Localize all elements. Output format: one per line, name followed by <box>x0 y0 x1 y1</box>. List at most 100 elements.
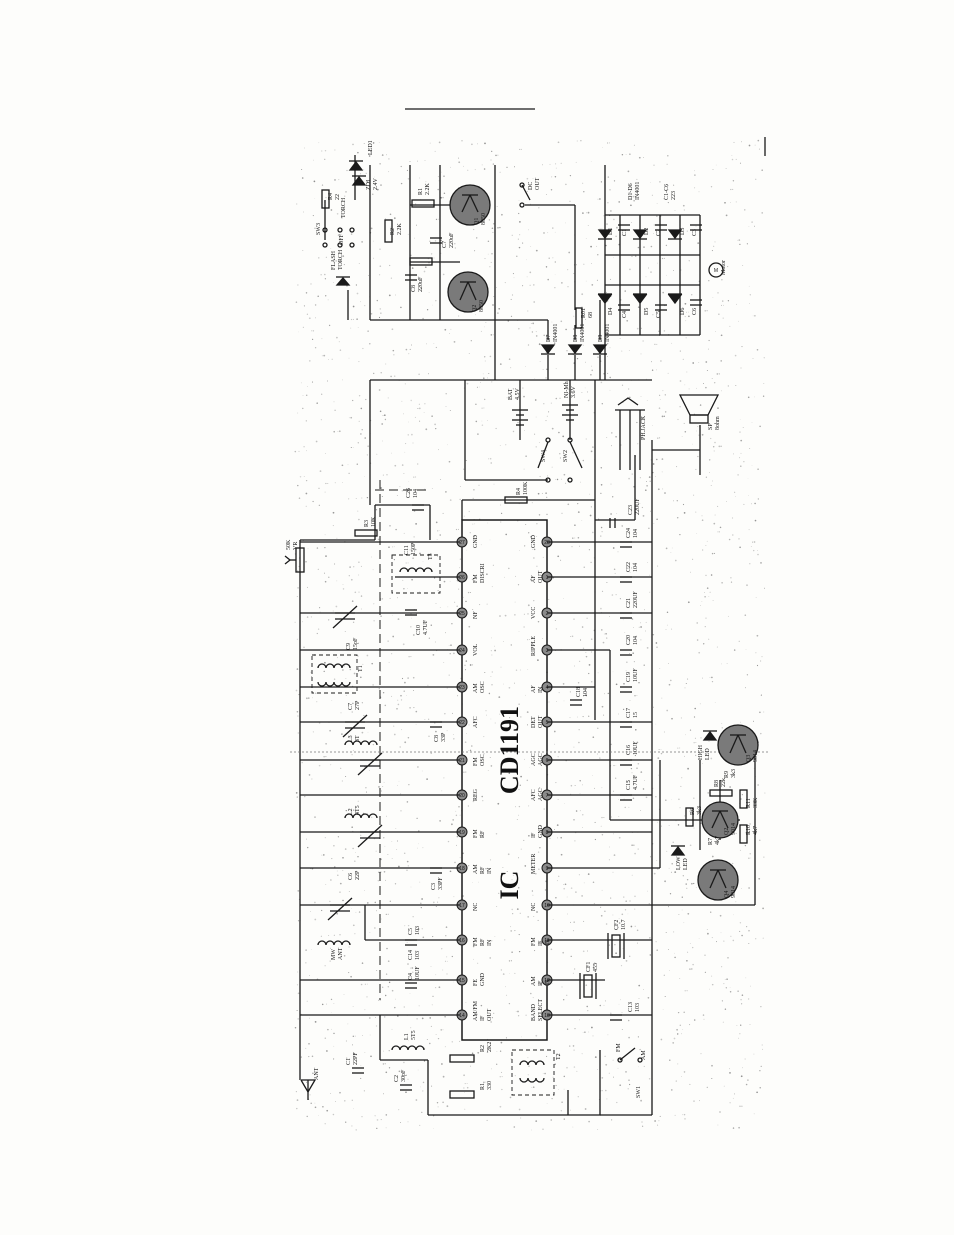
label-c11: 150P <box>411 542 417 555</box>
label-c17: C17 <box>626 708 632 718</box>
label-c22: C22 <box>626 562 632 572</box>
label-cc7: 220uF <box>449 232 455 248</box>
label-zd1: ZD1 <box>366 179 372 190</box>
label-l2: 4T5 <box>355 805 361 815</box>
ic-pin-label: GND <box>531 534 537 548</box>
label-c2: C2 <box>394 1075 400 1082</box>
ic-pin-label: FM <box>473 937 479 946</box>
t1-shield <box>311 654 358 694</box>
label-l2: L2 <box>348 808 354 815</box>
ic-prefix: IC <box>495 871 524 900</box>
label-c10: 4.7UF <box>423 619 429 635</box>
ic-pin-label: IN <box>487 867 493 874</box>
coil-t1b <box>317 681 351 687</box>
ic-pin-label: AGC <box>538 753 544 766</box>
label-r3: 10K <box>371 516 377 527</box>
ic-pin-label: VCC <box>531 607 537 619</box>
label-motor: Motor <box>721 260 727 275</box>
ic-pin-number: 8 <box>546 830 549 836</box>
label-l1: L1 <box>404 1033 410 1040</box>
antenna-icon <box>300 1079 317 1100</box>
ic-pin-number: 1 <box>546 575 549 581</box>
label-r6: R6 <box>690 808 696 815</box>
ic-pin-number: 19 <box>459 830 465 836</box>
label-c9: C9 <box>346 643 352 650</box>
label-c4: C4 <box>408 973 414 980</box>
label-high_led: HIGH <box>698 744 704 760</box>
ceramic-filter-icon <box>579 933 625 999</box>
ic-pin-label: AM <box>473 864 479 874</box>
label-cc8: C8 <box>411 285 417 292</box>
motor-icon: M <box>708 262 724 278</box>
ic-pin-label: REG <box>473 788 479 801</box>
label-vr: VR <box>293 542 299 550</box>
ic-pin-label: IN <box>545 979 551 986</box>
ic-pin-label: AM <box>531 976 537 986</box>
ic-pin-label: IF <box>480 1015 486 1021</box>
label-r4: R4 <box>516 488 522 495</box>
label-r8: 22k <box>721 778 727 787</box>
label-q1: Q1 <box>474 218 480 225</box>
label-c17: 15 <box>633 712 639 718</box>
ic-pin-number: 20 <box>459 793 465 799</box>
label-c2: 30pF <box>401 1069 407 1082</box>
label-c9: 15pF <box>353 637 359 650</box>
label-sw4: SW4 <box>541 450 547 462</box>
ic-pin-number: 9 <box>546 866 549 872</box>
label-cf2: CF2 <box>614 920 620 930</box>
label-d5: D5 <box>644 308 650 315</box>
label-c15: 4.7UF <box>633 774 639 790</box>
ic-pin-label: BAND <box>531 1003 537 1021</box>
capacitor-icon <box>352 224 702 1091</box>
ic-pin-label: AM <box>473 683 479 693</box>
ic-pin-number: 27 <box>459 540 465 546</box>
label-r11: 33K <box>753 797 759 808</box>
label-c3: C3 <box>431 883 437 890</box>
label-bat: 4.5V <box>515 388 521 401</box>
ic-pin-label: SELECT <box>538 999 544 1021</box>
label-c23: C23 <box>628 505 634 515</box>
label-c4: 10UF <box>415 966 421 980</box>
label-q4: 9014 <box>731 886 737 898</box>
label-dcout: DC <box>528 182 534 190</box>
label-c14: C14 <box>408 950 414 960</box>
label-r4: 100K <box>523 481 529 495</box>
label-q1: 8050 <box>481 213 487 225</box>
label-c5: 103 <box>415 926 421 935</box>
label-c7: C7 <box>348 703 354 710</box>
label-cc2: C2 <box>656 229 662 236</box>
label-c20: 104 <box>633 636 639 645</box>
label-c19: C19 <box>626 672 632 682</box>
label-cf1: CF1 <box>586 962 592 972</box>
ic-pin-label: IF <box>538 940 544 946</box>
label-cc1: C1 <box>622 229 628 236</box>
coil-t3 <box>399 567 433 573</box>
label-sp: SP <box>708 423 714 430</box>
volume-potentiometer-icon <box>284 547 305 573</box>
label-c1: 22PF <box>353 1052 359 1065</box>
label-q3: 9014 <box>753 750 759 762</box>
ic-pin-label: FM <box>531 937 537 946</box>
ic-pin-number: 5 <box>546 720 549 726</box>
ic-pin-number: 16 <box>459 938 465 944</box>
label-d7: IN4001 <box>553 324 559 342</box>
ic-pin-label: GND <box>538 824 544 838</box>
label-c11: C11 <box>404 545 410 555</box>
label-q2: Q2 <box>472 305 478 312</box>
label-zd1: 2.4V <box>373 178 379 191</box>
label-c26: C26 <box>406 488 412 498</box>
label-c6: C6 <box>348 873 354 880</box>
speaker-icon <box>678 394 720 424</box>
ic-pin-number: 28 <box>544 540 550 546</box>
label-q2: 8050 <box>479 300 485 312</box>
ic-pin-label: OUT <box>487 1008 493 1021</box>
label-c18: 104 <box>583 688 589 697</box>
label-sw3: SW3 <box>316 223 322 235</box>
label-bat: BAT <box>508 388 514 400</box>
label-cc3: C3 <box>692 229 698 236</box>
label-am: AM <box>641 1050 647 1060</box>
label-c19: 10UF <box>633 668 639 682</box>
